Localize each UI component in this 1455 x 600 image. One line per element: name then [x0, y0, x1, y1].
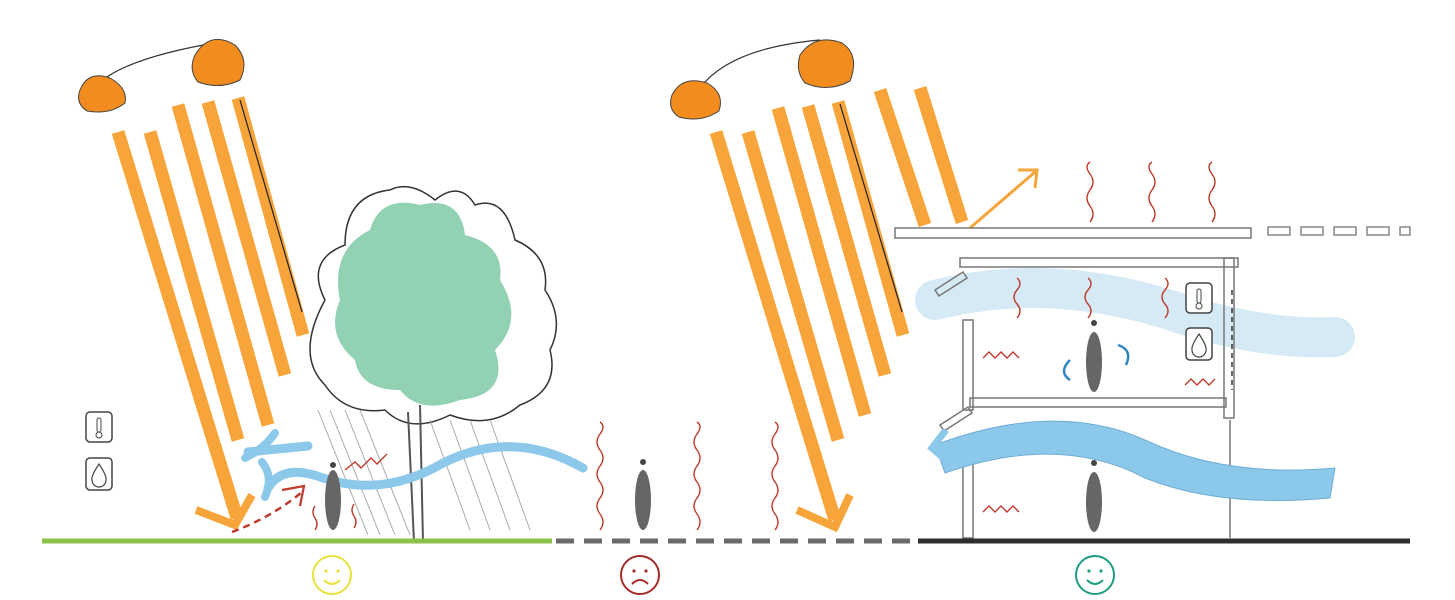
heat-wave: [982, 505, 1020, 513]
heat-wave: [1013, 277, 1021, 319]
heat-wave: [693, 421, 701, 531]
heat-wave: [1161, 277, 1169, 319]
sad-face-icon: [620, 555, 660, 595]
wind-flow-lower: [934, 420, 1336, 501]
sun-rays: [709, 86, 969, 522]
reflected-ray: [231, 491, 303, 534]
heat-wave: [1148, 161, 1156, 223]
heat-wave: [1184, 378, 1216, 386]
heat-wave: [351, 503, 357, 529]
heat-wave: [982, 351, 1020, 359]
smiley-face-icon: [1075, 555, 1115, 595]
ray-arrow-head: [194, 493, 256, 530]
convection-arrow: [1062, 359, 1071, 382]
ray-arrow-head: [795, 493, 854, 533]
panel-building-shade: [670, 39, 1411, 595]
sun-icon: [78, 38, 245, 113]
sun-rays: [111, 96, 310, 520]
thermometer-icon: [85, 411, 113, 443]
heat-wave: [312, 505, 318, 531]
tree: [309, 185, 558, 543]
person-icon: [1086, 320, 1102, 392]
humidity-drop-icon: [1185, 327, 1213, 361]
panel-tree-shade: [42, 38, 588, 595]
heat-wave: [1086, 161, 1094, 223]
person-icon: [325, 462, 341, 530]
wind-flow-upper: [915, 268, 1355, 358]
heat-wave: [344, 453, 388, 471]
ray-arrow-line: [239, 99, 303, 313]
heat-wave: [1084, 277, 1092, 319]
heat-wave: [771, 421, 779, 531]
roof-canopy: [894, 226, 1411, 239]
person-icon: [1086, 460, 1102, 532]
convection-arrow: [1117, 343, 1130, 366]
thermometer-icon: [1185, 282, 1213, 314]
reflected-ray: [969, 170, 1036, 230]
person-icon: [635, 459, 651, 530]
sun-icon: [670, 39, 855, 120]
heat-wave: [1208, 161, 1216, 223]
building-structure: [933, 257, 1239, 539]
heat-wave: [596, 421, 604, 531]
humidity-drop-icon: [85, 457, 113, 491]
panel-open-pavement: [556, 421, 915, 595]
wind-arrow: [241, 429, 588, 501]
smiley-face-icon: [312, 555, 352, 595]
